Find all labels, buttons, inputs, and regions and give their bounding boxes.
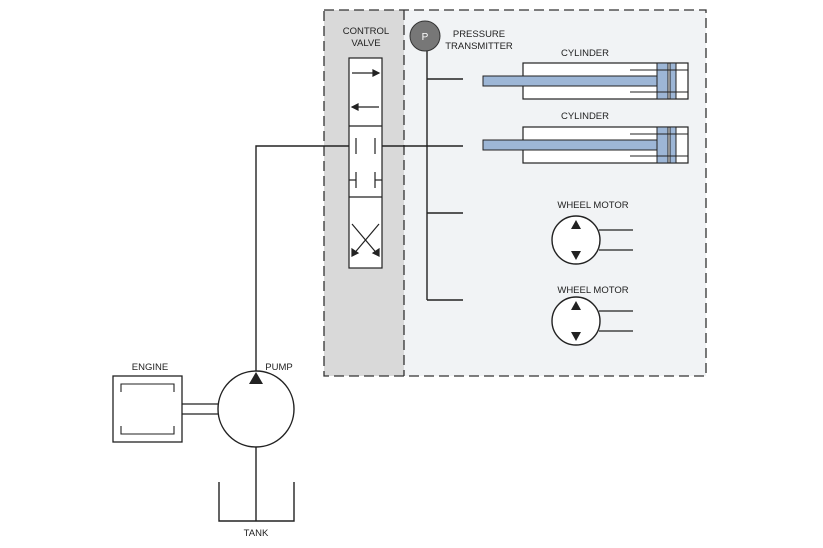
pump-flow-arrow: [249, 372, 263, 384]
cylinder-1-piston-seal: [669, 62, 677, 100]
pressure-transmitter-label-line1: PRESSURE: [453, 29, 505, 40]
pressure-transmitter-gauge: [409, 20, 441, 52]
control-valve-label-line1: CONTROL: [343, 26, 389, 37]
pump-pressure-line: [255, 145, 349, 378]
tank-reservoir: [218, 482, 295, 522]
wheel-motor-1-arrow-down: [571, 251, 581, 260]
cylinder-1: CYLINDER: [482, 48, 689, 100]
wheel-motor-1-body: [551, 215, 601, 265]
tank: TANK: [218, 482, 295, 539]
cylinder-2-label: CYLINDER: [561, 111, 609, 122]
valve-arrowhead: [350, 103, 359, 111]
engine: ENGINE: [112, 362, 219, 443]
valve-arrowhead: [371, 247, 380, 257]
cylinder-2-piston-seal: [669, 126, 677, 164]
control-valve: [348, 57, 383, 269]
cylinder-2-rod: [482, 139, 662, 151]
wheel-motor-2-body: [551, 296, 601, 346]
control-valve-label-line2: VALVE: [351, 38, 380, 49]
pump: PUMP: [217, 362, 295, 521]
cylinder-2-piston: [656, 126, 669, 164]
engine-inner-bracket: [120, 426, 175, 435]
engine-housing: [112, 375, 183, 443]
wheel-motor-1-arrow-up: [571, 220, 581, 229]
wheel-motor-2-arrow-down: [571, 332, 581, 341]
wheel-motor-2: WHEEL MOTOR: [551, 285, 633, 346]
valve-cross-arrow: [351, 223, 380, 257]
pressure-transmitter: P PRESSURE TRANSMITTER: [409, 20, 513, 52]
cylinder-1-piston: [656, 62, 669, 100]
tank-label: TANK: [244, 528, 269, 539]
engine-inner-bracket: [120, 383, 175, 392]
system-boundary: [323, 9, 707, 377]
wheel-motor-2-label: WHEEL MOTOR: [557, 285, 628, 296]
wheel-motor-2-arrow-up: [571, 301, 581, 310]
cylinder-1-label: CYLINDER: [561, 48, 609, 59]
cylinder-1-rod: [482, 75, 662, 87]
valve-arrowhead: [351, 247, 360, 257]
valve-body: [348, 57, 383, 269]
wheel-motor-1: WHEEL MOTOR: [551, 200, 633, 265]
wheel-motor-1-label: WHEEL MOTOR: [557, 200, 628, 211]
engine-label: ENGINE: [132, 362, 168, 373]
cylinder-2: CYLINDER: [482, 111, 689, 164]
pressure-transmitter-label-line2: TRANSMITTER: [445, 41, 513, 52]
pump-label: PUMP: [265, 362, 292, 373]
distribution-manifold: [426, 50, 463, 301]
valve-arrowhead: [372, 69, 381, 77]
pressure-symbol: P: [422, 32, 429, 43]
